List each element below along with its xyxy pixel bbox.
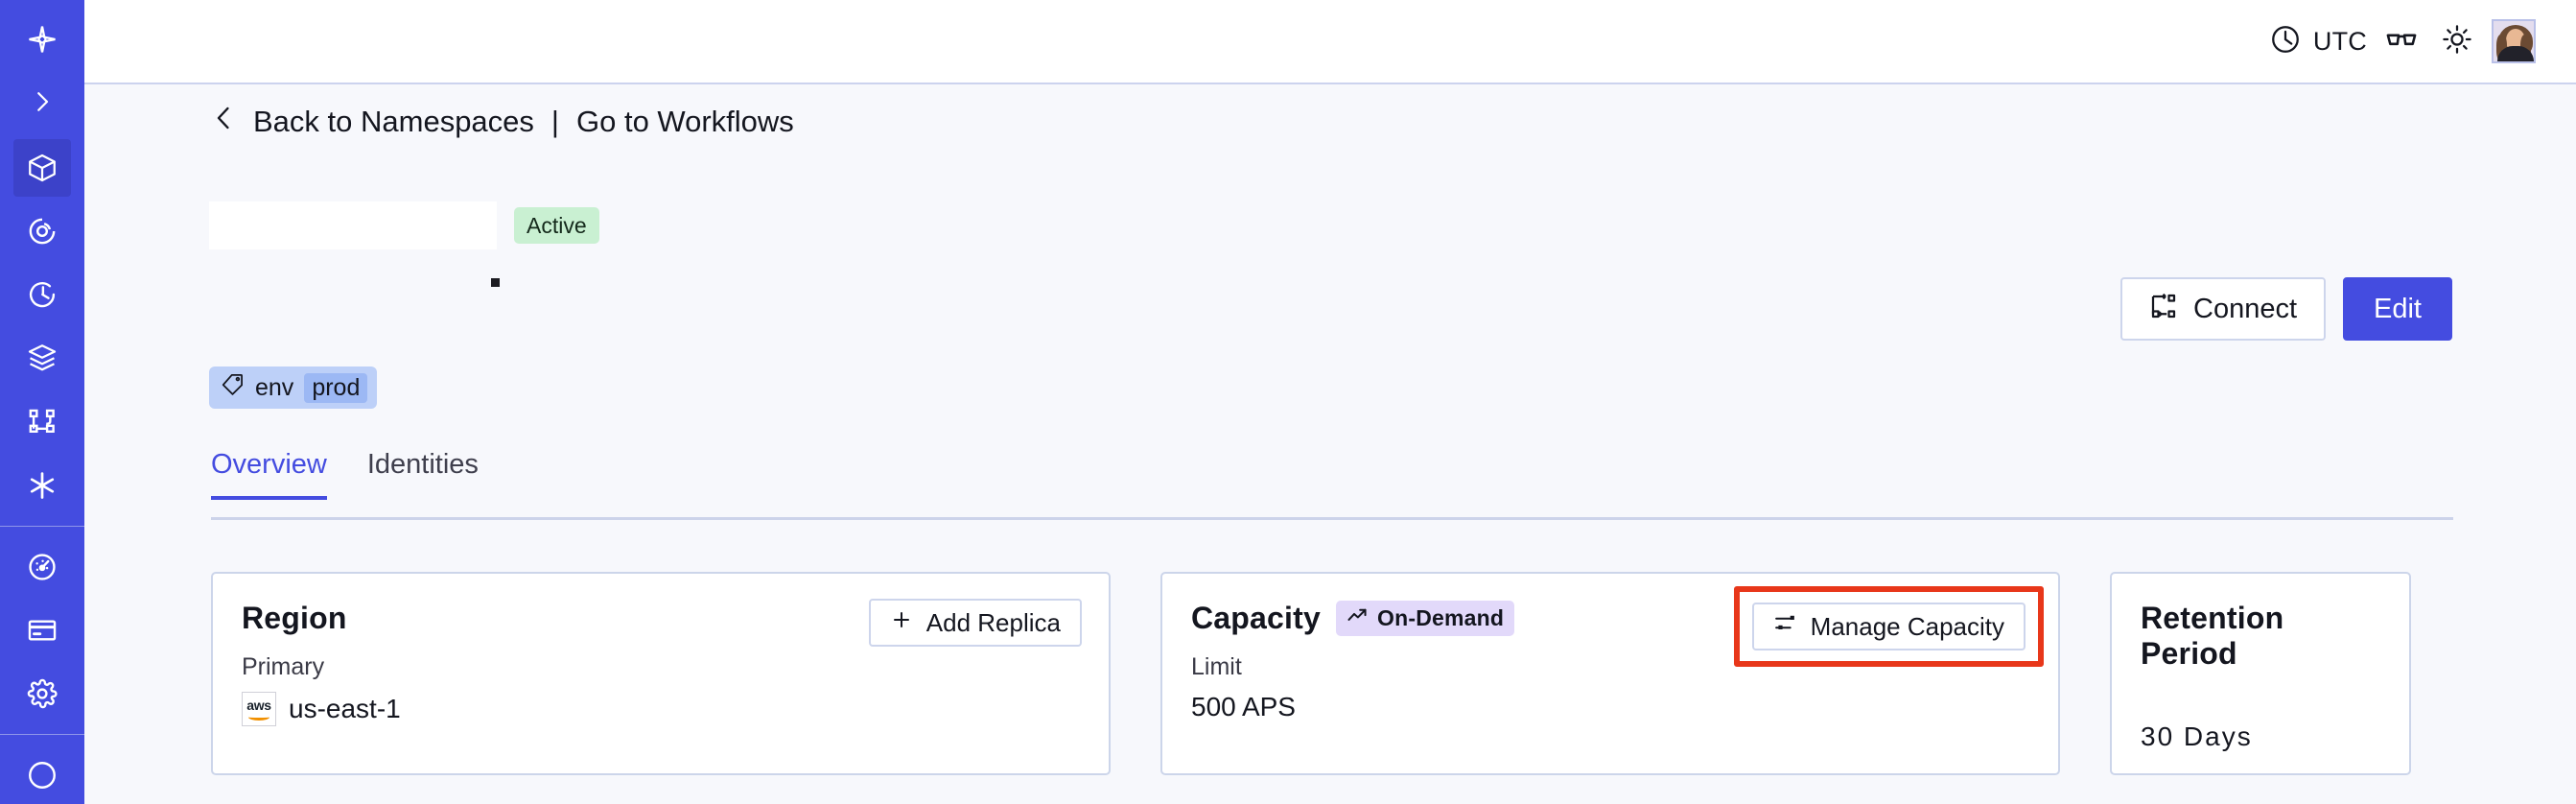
sidebar-divider-bottom bbox=[0, 734, 84, 736]
breadcrumb-back-link[interactable]: Back to Namespaces bbox=[253, 105, 534, 138]
namespace-tag-chip[interactable]: env prod bbox=[209, 367, 378, 409]
glasses-icon bbox=[2384, 22, 2419, 61]
billing-card-icon bbox=[26, 614, 59, 647]
sidebar-item-temporal-logo[interactable] bbox=[13, 11, 71, 68]
temporal-logo-icon bbox=[26, 23, 59, 56]
trend-up-icon bbox=[1347, 604, 1369, 632]
retention-card: Retention Period 30 Days bbox=[2110, 572, 2411, 775]
sidebar-item-help[interactable] bbox=[13, 746, 71, 804]
region-primary-label: Primary bbox=[242, 653, 325, 680]
history-clock-icon bbox=[26, 278, 59, 311]
timezone-label: UTC bbox=[2312, 26, 2367, 56]
sidebar-item-workflows[interactable] bbox=[13, 392, 71, 450]
connect-button-label: Connect bbox=[2193, 293, 2298, 324]
on-demand-badge: On-Demand bbox=[1336, 601, 1515, 636]
sidebar-item-expand[interactable] bbox=[13, 73, 71, 130]
retention-card-title: Retention Period bbox=[2141, 601, 2284, 671]
breadcrumb-separator: | bbox=[550, 105, 559, 138]
manage-capacity-button[interactable]: Manage Capacity bbox=[1751, 603, 2026, 650]
sidebar-divider-top bbox=[0, 525, 84, 527]
help-circle-icon bbox=[26, 759, 59, 792]
region-value: us-east-1 bbox=[289, 694, 401, 723]
sidebar-item-schedules[interactable] bbox=[13, 329, 71, 387]
layers-stack-icon bbox=[26, 342, 59, 374]
capacity-limit-value: 500 APS bbox=[1191, 692, 1296, 721]
connect-icon bbox=[2149, 292, 2178, 326]
eye-observability-icon bbox=[26, 215, 59, 248]
sun-icon bbox=[2441, 23, 2473, 60]
sidebar-item-billing[interactable] bbox=[13, 602, 71, 659]
sidebar bbox=[0, 0, 84, 804]
page-title bbox=[209, 201, 497, 249]
chevron-left-icon[interactable] bbox=[209, 101, 238, 143]
region-card: Region Add Replica Primary aws us-east-1 bbox=[211, 572, 1111, 775]
title-redaction-mark bbox=[491, 278, 500, 287]
tab-identities[interactable]: Identities bbox=[366, 449, 479, 480]
sidebar-item-namespaces[interactable] bbox=[13, 138, 71, 197]
avatar-body bbox=[2497, 46, 2534, 61]
breadcrumb-workflows-link[interactable]: Go to Workflows bbox=[575, 105, 794, 138]
capacity-card-title-text: Capacity bbox=[1191, 601, 1321, 635]
breadcrumb: Back to Namespaces | Go to Workflows bbox=[209, 101, 794, 143]
usage-gauge-icon bbox=[26, 551, 59, 583]
reading-mode-button[interactable] bbox=[2380, 20, 2423, 62]
region-value-row: aws us-east-1 bbox=[242, 692, 1080, 726]
edit-button-label: Edit bbox=[2374, 293, 2422, 324]
theme-toggle-button[interactable] bbox=[2436, 20, 2478, 62]
edit-button[interactable]: Edit bbox=[2343, 277, 2452, 341]
capacity-limit-label: Limit bbox=[1191, 653, 1242, 680]
sidebar-item-usage[interactable] bbox=[13, 538, 71, 596]
tab-bar: Overview Identities bbox=[211, 449, 479, 500]
workflow-branch-icon bbox=[26, 405, 59, 437]
add-replica-label: Add Replica bbox=[925, 607, 1061, 637]
namespace-title-row: Active bbox=[209, 201, 599, 249]
asterisk-icon bbox=[26, 469, 59, 502]
timezone-selector[interactable]: UTC bbox=[2269, 23, 2367, 60]
chevron-right-icon bbox=[28, 87, 57, 116]
connect-button[interactable]: Connect bbox=[2120, 277, 2327, 341]
tag-value: prod bbox=[304, 372, 368, 403]
capacity-card-title: Capacity On-Demand bbox=[1191, 601, 1515, 636]
sidebar-item-observability[interactable] bbox=[13, 202, 71, 260]
tab-overview[interactable]: Overview bbox=[211, 449, 327, 500]
tag-key: env bbox=[255, 373, 294, 401]
aws-logo-text: aws bbox=[246, 697, 271, 713]
header-actions: Connect Edit bbox=[2120, 277, 2452, 341]
avatar[interactable] bbox=[2492, 19, 2536, 63]
region-card-title: Region bbox=[242, 601, 347, 635]
status-badge: Active bbox=[514, 206, 599, 245]
add-replica-button[interactable]: Add Replica bbox=[868, 599, 1082, 647]
capacity-card: Capacity On-Demand bbox=[1160, 572, 2060, 775]
aws-logo-smile bbox=[248, 714, 269, 721]
cube-namespaces-icon bbox=[26, 152, 59, 184]
aws-logo: aws bbox=[242, 692, 276, 726]
top-bar: UTC bbox=[84, 0, 2576, 84]
tab-bar-divider bbox=[211, 517, 2453, 520]
avatar-hair-left bbox=[2496, 35, 2507, 61]
manage-capacity-label: Manage Capacity bbox=[1810, 611, 2004, 641]
tag-icon bbox=[221, 372, 245, 403]
sidebar-item-settings[interactable] bbox=[13, 665, 71, 722]
sliders-icon bbox=[1773, 611, 1797, 642]
sidebar-item-nexus[interactable] bbox=[13, 457, 71, 514]
overview-cards: Region Add Replica Primary aws us-east-1 bbox=[211, 572, 2411, 775]
manage-capacity-highlight: Manage Capacity bbox=[1733, 586, 2044, 667]
plus-icon bbox=[890, 608, 913, 638]
retention-value: 30 Days bbox=[2141, 721, 2253, 751]
clock-icon bbox=[2269, 23, 2302, 60]
top-bar-actions: UTC bbox=[2269, 19, 2536, 63]
sidebar-item-history[interactable] bbox=[13, 266, 71, 323]
settings-gear-icon bbox=[26, 677, 59, 710]
on-demand-badge-label: On-Demand bbox=[1377, 605, 1505, 630]
